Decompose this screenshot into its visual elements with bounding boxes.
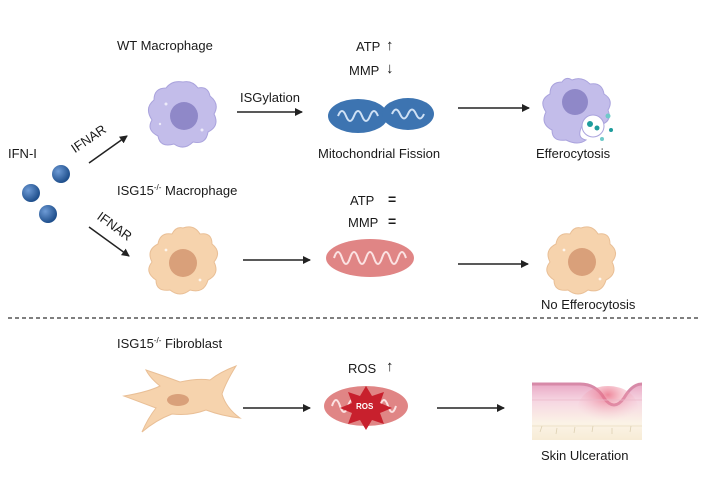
ros-burst-icon xyxy=(340,386,392,430)
no-efferocytosis-label: No Efferocytosis xyxy=(541,297,636,312)
mitochondrial-fission-label: Mitochondrial Fission xyxy=(318,146,441,161)
no-efferocytosis-macrophage xyxy=(546,226,616,295)
ros-up-arrow-icon: ↑ xyxy=(386,358,394,375)
skin-ulceration-label: Skin Ulceration xyxy=(541,448,629,463)
wt-macrophage-cell xyxy=(148,81,217,148)
mmp-label-top: MMP xyxy=(349,63,380,78)
ros-burst-label: ROS xyxy=(356,402,374,411)
ifnar-arrow-top xyxy=(88,135,128,164)
ko-fibroblast-title-sup: -/- xyxy=(153,336,162,345)
ko-macrophage-title-sup: -/- xyxy=(153,183,162,192)
atp-up-arrow-icon: ↑ xyxy=(386,37,394,54)
ko-macrophage-cell xyxy=(148,226,218,295)
skin-ulcer-illustration xyxy=(532,382,643,440)
fibroblast-cell xyxy=(122,365,242,433)
ifn-ball xyxy=(22,184,40,202)
mitochondrion-normal xyxy=(326,239,414,277)
isgylation-label: ISGylation xyxy=(240,90,300,105)
ko-fibroblast-title-gene: ISG15 xyxy=(117,336,154,351)
mitochondria-fission xyxy=(328,98,434,133)
efferocytosis-macrophage xyxy=(542,77,613,144)
atp-label-middle: ATP xyxy=(350,193,375,208)
ko-macrophage-title-gene: ISG15 xyxy=(117,183,154,198)
mmp-label-middle: MMP xyxy=(348,215,379,230)
ifn-ball xyxy=(39,205,57,223)
efferocytosis-label: Efferocytosis xyxy=(536,146,611,161)
ros-label: ROS xyxy=(348,361,377,376)
atp-equal-sign: = xyxy=(388,191,397,207)
wt-macrophage-title: WT Macrophage xyxy=(117,38,213,53)
ifnar-arrow-bottom xyxy=(88,226,130,257)
ko-fibroblast-title: ISG15-/- Fibroblast xyxy=(117,336,223,351)
ifn-ligand-group xyxy=(22,165,70,223)
mitochondrion-ros xyxy=(324,386,408,430)
ko-macrophage-title-suffix: Macrophage xyxy=(161,183,238,198)
atp-label-top: ATP xyxy=(356,39,381,54)
ko-macrophage-title: ISG15-/- Macrophage xyxy=(117,183,238,198)
ifn-i-label: IFN-I xyxy=(8,146,37,161)
mmp-down-arrow-icon: ↓ xyxy=(386,60,394,77)
ifn-ball xyxy=(52,165,70,183)
ko-fibroblast-title-suffix: Fibroblast xyxy=(161,336,223,351)
mmp-equal-sign: = xyxy=(388,213,397,229)
